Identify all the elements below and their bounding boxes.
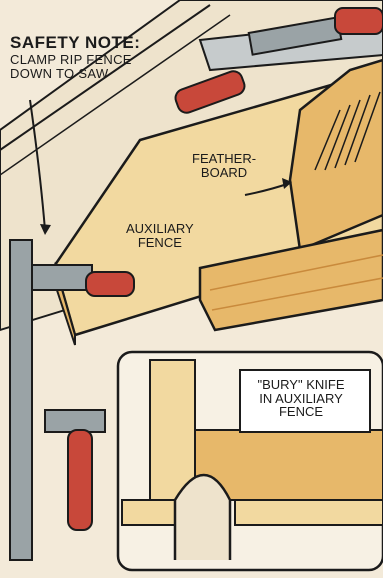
bury-knife-label: "BURY" KNIFE IN AUXILIARY FENCE (246, 378, 356, 419)
auxiliary-fence-label: AUXILIARY FENCE (126, 222, 194, 249)
safety-note-title: SAFETY NOTE: (10, 34, 140, 52)
safety-note-body: CLAMP RIP FENCE DOWN TO SAW (10, 53, 132, 80)
featherboard-label: FEATHER- BOARD (192, 152, 256, 179)
